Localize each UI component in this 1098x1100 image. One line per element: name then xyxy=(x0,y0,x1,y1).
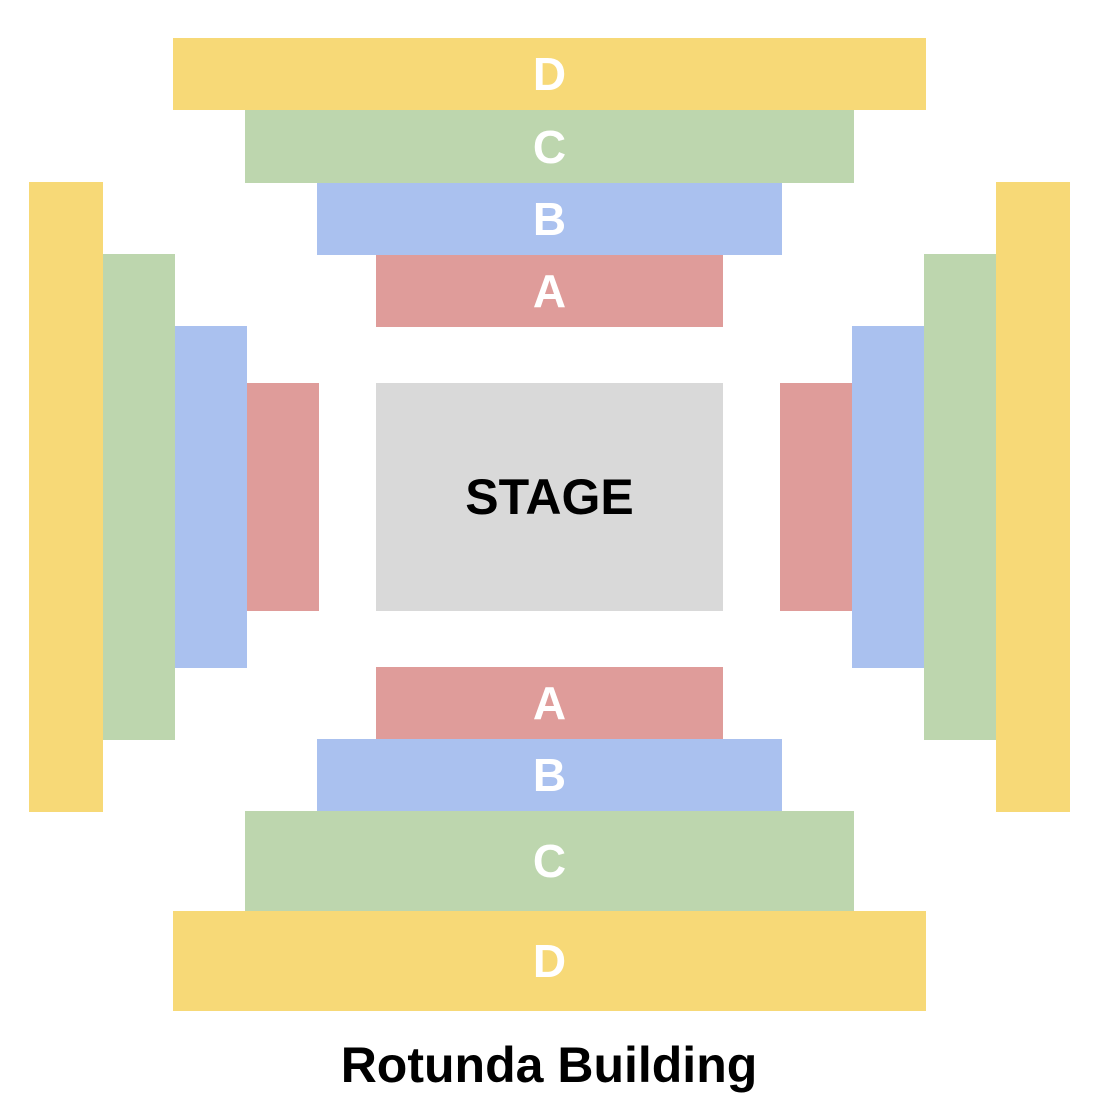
section-label: C xyxy=(532,835,567,887)
section-b-left[interactable] xyxy=(175,326,247,668)
section-a-bottom[interactable]: A xyxy=(376,667,723,739)
section-b-right[interactable] xyxy=(852,326,924,668)
section-label: A xyxy=(532,677,567,729)
section-label: A xyxy=(532,265,567,317)
section-d-bottom[interactable]: D xyxy=(173,911,926,1011)
section-label: B xyxy=(532,749,567,801)
section-d-left[interactable] xyxy=(29,182,103,812)
section-label: C xyxy=(532,120,567,173)
venue-title: Rotunda Building xyxy=(340,1037,758,1093)
section-a-right[interactable] xyxy=(780,383,852,611)
section-d-right[interactable] xyxy=(996,182,1070,812)
section-label: D xyxy=(532,48,567,100)
section-c-top[interactable]: C xyxy=(245,110,854,183)
section-a-top[interactable]: A xyxy=(376,255,723,327)
section-c-left[interactable] xyxy=(103,254,175,740)
section-c-right[interactable] xyxy=(924,254,996,740)
section-label: B xyxy=(532,193,567,245)
section-a-left[interactable] xyxy=(247,383,319,611)
section-b-bottom[interactable]: B xyxy=(317,739,782,811)
section-c-bottom[interactable]: C xyxy=(245,811,854,911)
section-b-top[interactable]: B xyxy=(317,183,782,255)
stage-label: STAGE xyxy=(465,469,634,525)
section-label: D xyxy=(532,935,567,987)
stage: STAGE xyxy=(376,383,723,611)
section-d-top[interactable]: D xyxy=(173,38,926,110)
